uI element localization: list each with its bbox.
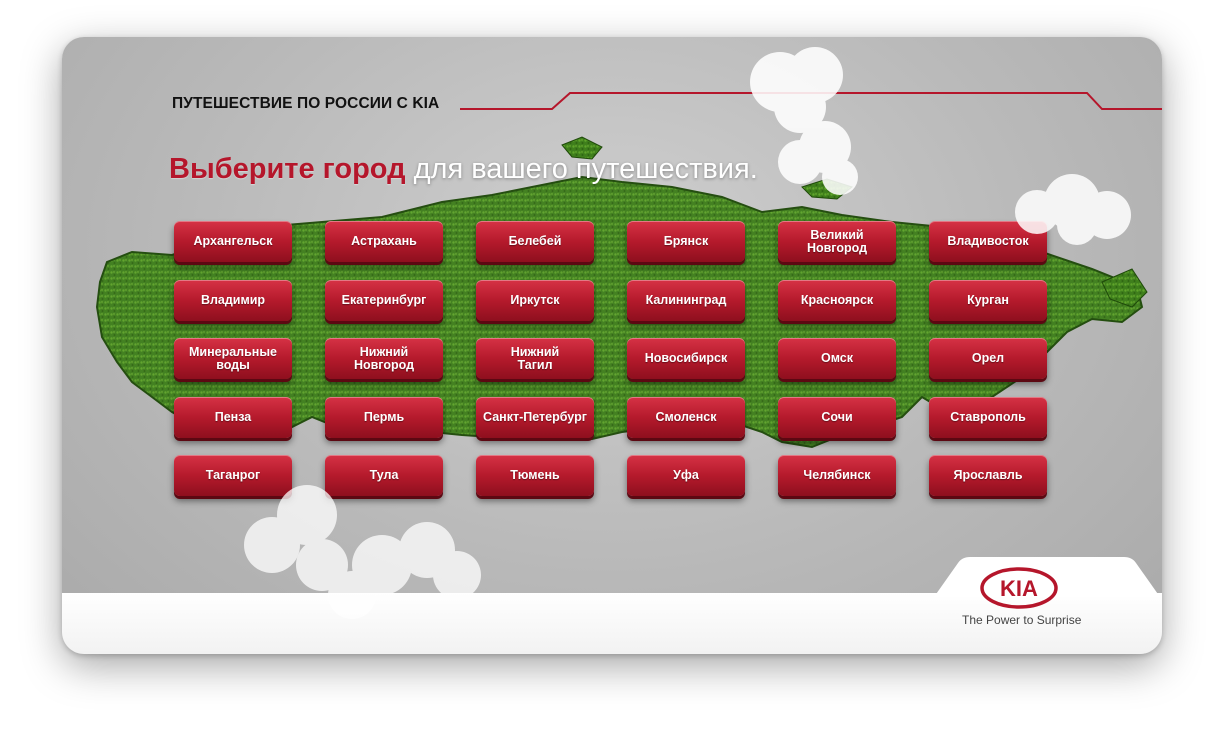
page-heading: ПУТЕШЕСТВИЕ ПО РОССИИ С KIA xyxy=(172,95,440,112)
instruction-accent: Выберите город xyxy=(169,153,406,185)
city-button-ufa[interactable]: Уфа xyxy=(627,455,745,496)
city-button-sochi[interactable]: Сочи xyxy=(778,396,896,438)
city-button-stavropol[interactable]: Ставрополь xyxy=(929,396,1047,438)
instruction-rest: для вашего путешествия. xyxy=(405,153,758,185)
instruction-text: Выберите город для вашего путешествия. xyxy=(169,153,758,186)
city-button-vladimir[interactable]: Владимир xyxy=(174,279,292,321)
city-button-bryansk[interactable]: Брянск xyxy=(627,221,745,262)
logo-tab xyxy=(934,557,1160,597)
city-button-novosibirsk[interactable]: Новосибирск xyxy=(627,338,745,379)
city-button-taganrog[interactable]: Таганрог xyxy=(174,455,292,496)
city-button-kaliningrad[interactable]: Калининград xyxy=(627,279,745,321)
city-button-mineralnye-vody[interactable]: Минеральные воды xyxy=(174,338,292,379)
city-button-penza[interactable]: Пенза xyxy=(174,396,292,438)
city-button-omsk[interactable]: Омск xyxy=(778,338,896,379)
city-button-arkhangelsk[interactable]: Архангельск xyxy=(174,221,292,262)
footer-bar xyxy=(62,593,1162,654)
city-button-smolensk[interactable]: Смоленск xyxy=(627,396,745,438)
city-button-tula[interactable]: Тула xyxy=(325,455,443,496)
city-button-irkutsk[interactable]: Иркутск xyxy=(476,279,594,321)
city-button-perm[interactable]: Пермь xyxy=(325,396,443,438)
city-button-saint-petersburg[interactable]: Санкт-Петербург xyxy=(476,396,594,438)
app-window: ПУТЕШЕСТВИЕ ПО РОССИИ С KIA Выберите гор… xyxy=(62,37,1162,654)
city-button-orel[interactable]: Орел xyxy=(929,338,1047,379)
city-button-yaroslavl[interactable]: Ярославль xyxy=(929,455,1047,496)
city-button-krasnoyarsk[interactable]: Красноярск xyxy=(778,279,896,321)
city-button-kurgan[interactable]: Курган xyxy=(929,279,1047,321)
city-button-veliky-novgorod[interactable]: Великий Новгород xyxy=(778,221,896,262)
city-button-yekaterinburg[interactable]: Екатеринбург xyxy=(325,279,443,321)
city-button-astrakhan[interactable]: Астрахань xyxy=(325,221,443,262)
city-button-nizhny-tagil[interactable]: Нижний Тагил xyxy=(476,338,594,379)
city-button-nizhny-novgorod[interactable]: Нижний Новгород xyxy=(325,338,443,379)
city-button-vladivostok[interactable]: Владивосток xyxy=(929,221,1047,262)
brand-tagline: The Power to Surprise xyxy=(962,613,1082,627)
city-button-chelyabinsk[interactable]: Челябинск xyxy=(778,455,896,496)
city-grid: Архангельск Астрахань Белебей Брянск Вел… xyxy=(174,221,1047,496)
city-button-tyumen[interactable]: Тюмень xyxy=(476,455,594,496)
city-button-belebey[interactable]: Белебей xyxy=(476,221,594,262)
header-decorative-line xyxy=(460,92,1162,110)
